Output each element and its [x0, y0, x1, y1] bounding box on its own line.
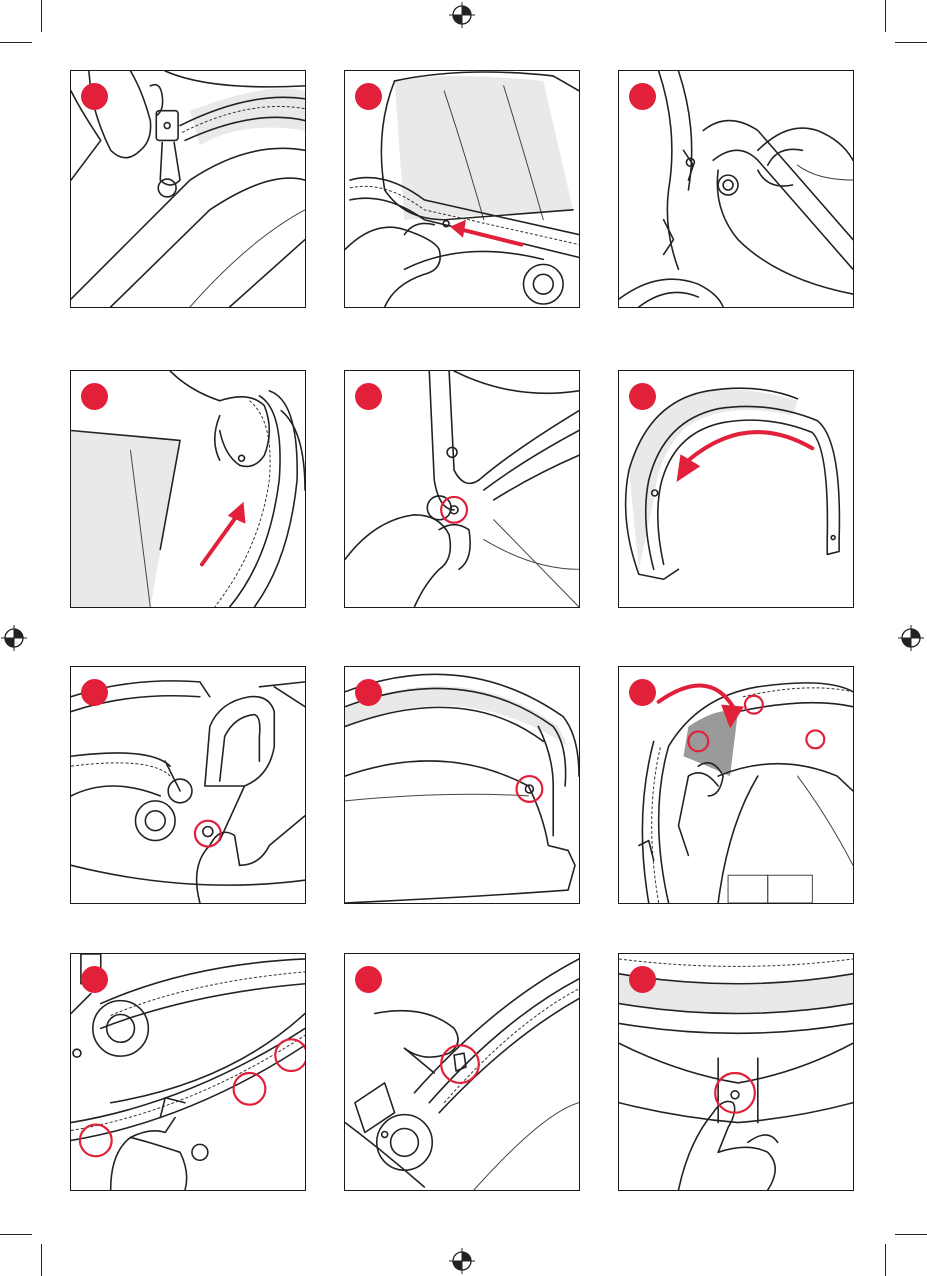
step-number-dot: [81, 83, 108, 110]
instruction-panel-7: [70, 666, 306, 904]
instruction-panel-11: [344, 953, 580, 1191]
step-number-dot: [355, 966, 382, 993]
instruction-panel-2: [344, 70, 580, 308]
crop-mark: [885, 1244, 886, 1276]
crop-mark: [41, 1244, 42, 1276]
crop-mark: [41, 0, 42, 32]
instruction-panel-8: [344, 666, 580, 904]
crop-mark: [895, 42, 927, 43]
finger-pressing-snap-icon: [619, 954, 853, 1190]
instruction-panel-10: [70, 953, 306, 1191]
fabric-fold-over-icon: [619, 667, 853, 903]
instruction-panel-3: [618, 70, 854, 308]
step-number-dot: [81, 383, 108, 410]
canopy-snap-icon: [345, 667, 579, 903]
frame-snaps-icon: [71, 954, 305, 1190]
step-number-dot: [355, 383, 382, 410]
registration-mark-icon: [449, 1248, 475, 1274]
hood-arc-rotate-icon: [619, 371, 853, 607]
instruction-panel-12: [618, 953, 854, 1191]
registration-mark-icon: [449, 2, 475, 28]
hand-lifting-frame-icon: [619, 71, 853, 307]
step-number-dot: [355, 83, 382, 110]
crop-mark: [0, 1234, 32, 1235]
registration-mark-icon: [898, 625, 924, 651]
hand-pressing-hinge-button-icon: [71, 667, 305, 903]
hand-pulling-clip-icon: [71, 71, 305, 307]
instruction-panel-5: [344, 370, 580, 608]
step-number-dot: [629, 679, 656, 706]
step-number-dot: [629, 966, 656, 993]
instruction-panel-1: [70, 70, 306, 308]
hand-unzipping-icon: [71, 371, 305, 607]
hand-pressing-button-icon: [345, 371, 579, 607]
step-number-dot: [81, 679, 108, 706]
instruction-panel-6: [618, 370, 854, 608]
step-number-dot: [629, 383, 656, 410]
hand-sliding-hood-icon: [345, 71, 579, 307]
registration-mark-icon: [1, 625, 27, 651]
instruction-panel-4: [70, 370, 306, 608]
crop-mark: [895, 1234, 927, 1235]
step-number-dot: [81, 966, 108, 993]
crop-mark: [0, 42, 32, 43]
crop-mark: [885, 0, 886, 32]
step-number-dot: [629, 83, 656, 110]
hand-clipping-frame-icon: [345, 954, 579, 1190]
instruction-panel-9: [618, 666, 854, 904]
step-number-dot: [355, 679, 382, 706]
